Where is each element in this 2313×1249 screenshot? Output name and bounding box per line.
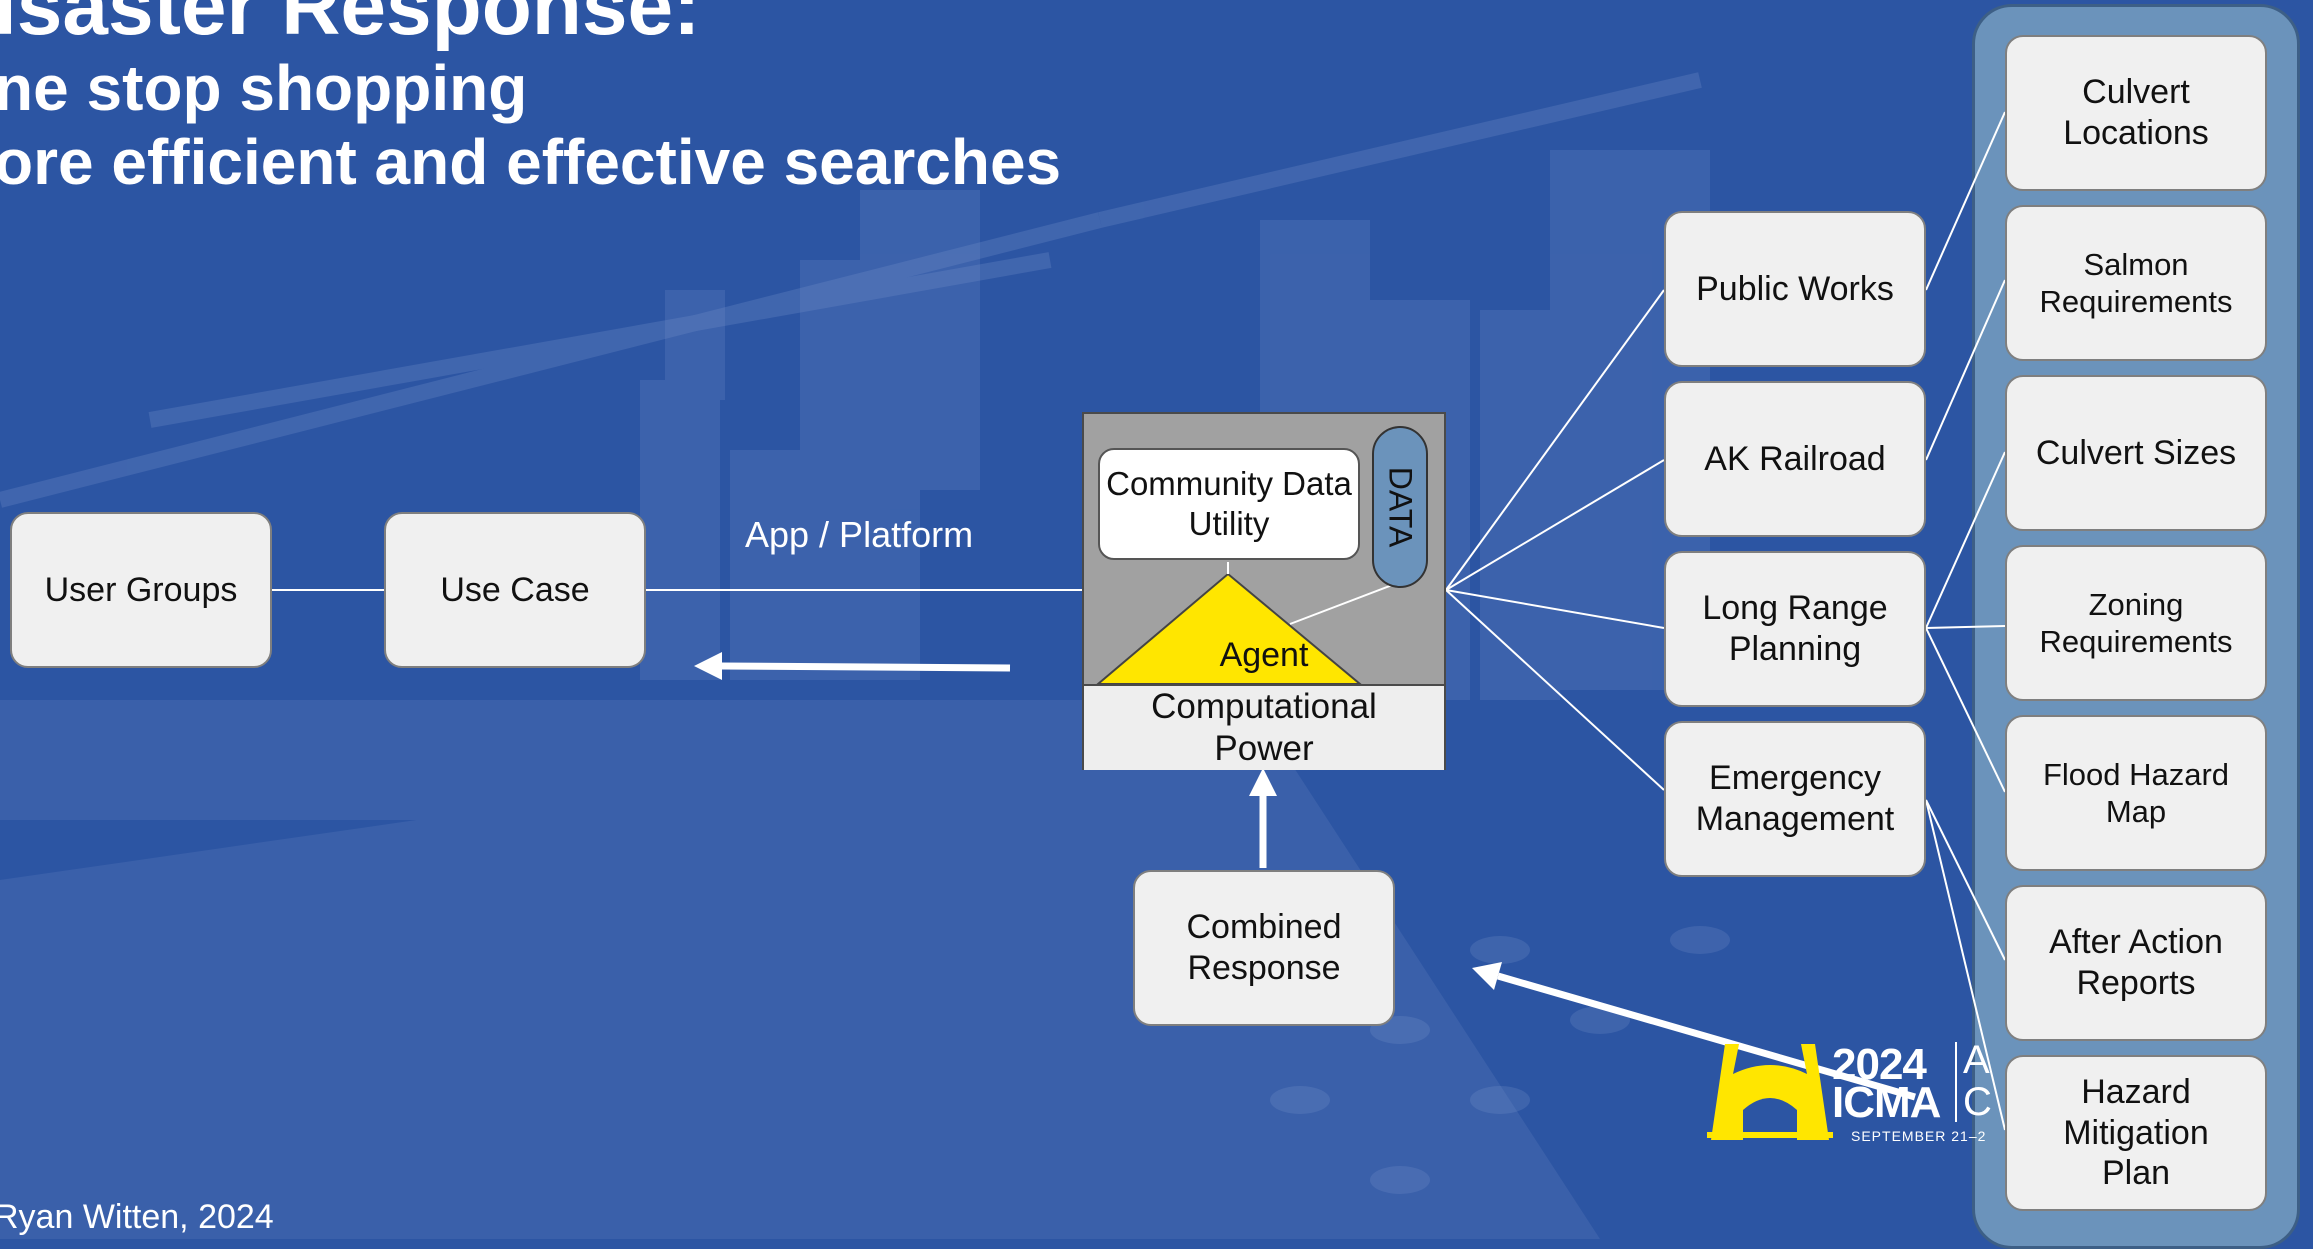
use-case-box: Use Case	[384, 512, 646, 668]
department-label: Public Works	[1696, 269, 1894, 308]
department-long-range-planning: Long Range Planning	[1664, 551, 1926, 707]
author-credit: Ryan Witten, 2024	[0, 1198, 274, 1236]
department-public-works: Public Works	[1664, 211, 1926, 367]
dataset-label: After Action Reports	[2049, 923, 2223, 1002]
dataset-culvert-locations: Culvert Locations	[2005, 35, 2267, 191]
dataset-culvert-sizes: Culvert Sizes	[2005, 375, 2267, 531]
dataset-hazard-mitigation-plan: Hazard Mitigation Plan	[2005, 1055, 2267, 1211]
logo-org: ICMA	[1832, 1078, 1941, 1127]
department-label: Emergency Management	[1695, 759, 1895, 838]
dataset-label: Salmon Requirements	[2039, 246, 2233, 319]
icma-logo: 2024 ICMA SEPTEMBER 21–2 A C	[1705, 1034, 1992, 1146]
core-system: Community Data Utility DATA Agent Comput…	[1082, 412, 1446, 770]
use-case-label: Use Case	[440, 570, 590, 609]
dataset-flood-hazard-map: Flood Hazard Map	[2005, 715, 2267, 871]
dataset-label: Flood Hazard Map	[2042, 756, 2230, 829]
department-label: Long Range Planning	[1702, 589, 1888, 668]
department-ak-railroad: AK Railroad	[1664, 381, 1926, 537]
computational-power-label: Computational Power	[1151, 687, 1377, 768]
app-platform-label: App / Platform	[745, 514, 974, 555]
logo-letter-a: A	[1963, 1038, 1990, 1082]
dataset-after-action-reports: After Action Reports	[2005, 885, 2267, 1041]
logo-year: 2024	[1832, 1040, 1927, 1089]
dataset-zoning-requirements: Zoning Requirements	[2005, 545, 2267, 701]
dataset-label: Zoning Requirements	[2039, 586, 2233, 659]
department-emergency-management: Emergency Management	[1664, 721, 1926, 877]
title-line-3: ore efficient and effective searches	[0, 126, 1062, 198]
data-label: DATA	[1382, 466, 1419, 548]
community-data-utility: Community Data Utility	[1098, 448, 1360, 560]
bridge-logo-icon	[1707, 1044, 1833, 1140]
combined-response-label: Combined Response	[1186, 908, 1342, 987]
title-line-1: isaster Response:	[0, 0, 701, 52]
department-label: AK Railroad	[1704, 439, 1886, 478]
agent-label: Agent	[1219, 636, 1309, 674]
data-pill: DATA	[1372, 426, 1428, 588]
user-groups-label: User Groups	[44, 570, 238, 609]
community-data-utility-label: Community Data Utility	[1106, 464, 1352, 542]
logo-letter-c: C	[1963, 1080, 1992, 1124]
logo-date: SEPTEMBER 21–2	[1851, 1128, 1987, 1144]
computational-power: Computational Power	[1084, 684, 1444, 770]
user-groups-box: User Groups	[10, 512, 272, 668]
dataset-salmon-requirements: Salmon Requirements	[2005, 205, 2267, 361]
title-line-2: ne stop shopping	[0, 52, 528, 124]
dataset-label: Culvert Locations	[2063, 73, 2209, 152]
dataset-label: Hazard Mitigation Plan	[2063, 1072, 2209, 1193]
dataset-label: Culvert Sizes	[2035, 433, 2237, 472]
logo-separator	[1955, 1042, 1957, 1122]
combined-response-box: Combined Response	[1133, 870, 1395, 1026]
